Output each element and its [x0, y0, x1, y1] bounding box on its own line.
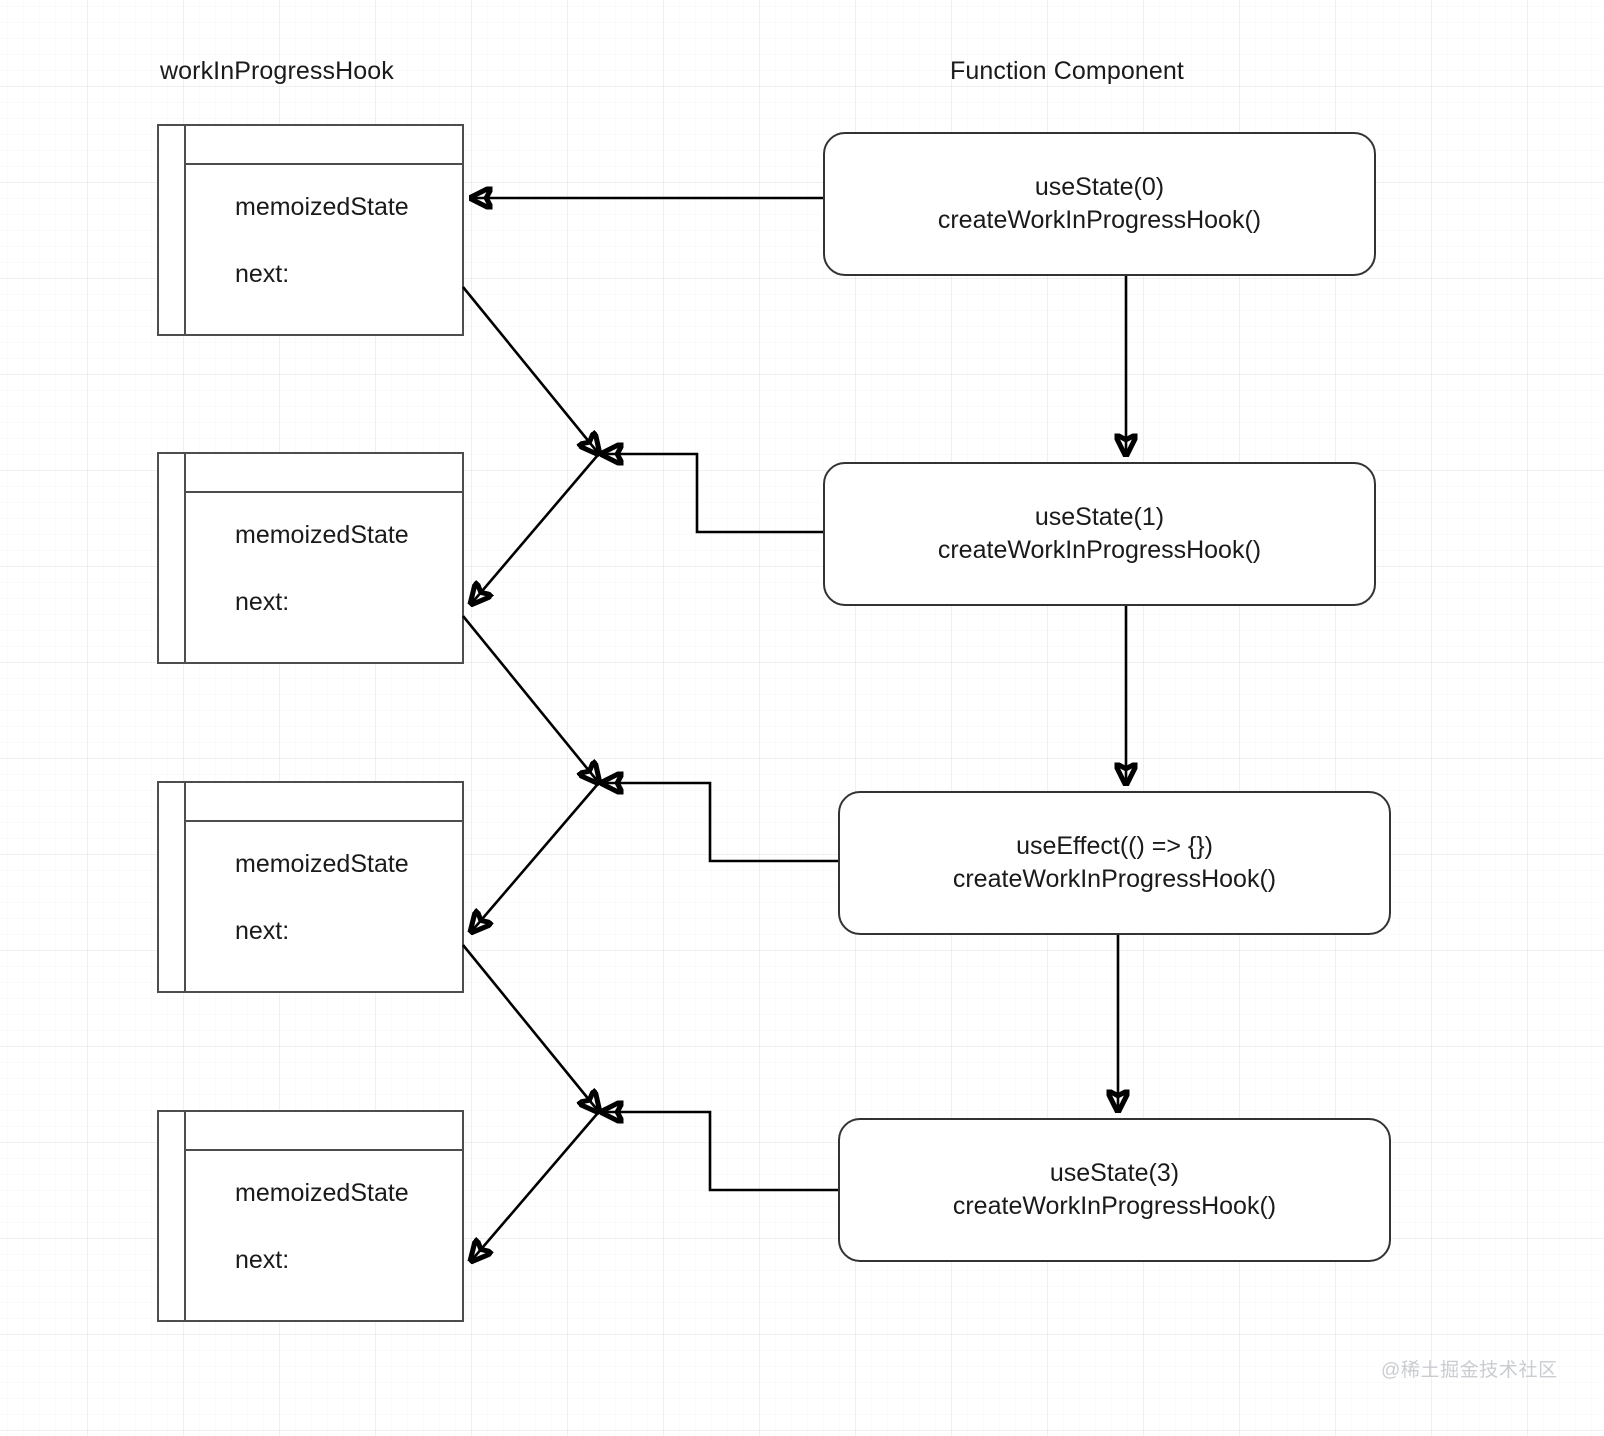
hook-node-1[interactable]: memoizedState next: — [157, 124, 464, 336]
call-line-secondary: createWorkInProgressHook() — [937, 536, 1262, 564]
hook-header — [186, 783, 462, 822]
hook-field-memoized-state: memoizedState — [235, 1179, 409, 1207]
hook-header — [186, 126, 462, 165]
hook-body: memoizedState next: — [186, 165, 462, 334]
watermark: @稀土掘金技术社区 — [1381, 1360, 1558, 1381]
connector-junction2-to-hook2 — [471, 455, 598, 604]
call-line-primary: useState(3) — [1049, 1158, 1180, 1187]
call-line-secondary: createWorkInProgressHook() — [952, 1192, 1277, 1220]
call-line-primary: useState(0) — [1034, 172, 1165, 201]
connector-hook2-next-to-junction3 — [461, 615, 599, 783]
hook-gutter — [159, 126, 186, 334]
call-node-use-state-1[interactable]: useState(1) createWorkInProgressHook() — [823, 462, 1376, 606]
column-title-left: workInProgressHook — [160, 57, 394, 85]
connector-call2-to-junction3 — [602, 783, 838, 863]
connector-hook3-next-to-junction4 — [461, 944, 599, 1112]
hook-header — [186, 1112, 462, 1151]
call-node-use-state-0[interactable]: useState(0) createWorkInProgressHook() — [823, 132, 1376, 276]
hook-field-next: next: — [235, 1245, 290, 1274]
hook-node-2[interactable]: memoizedState next: — [157, 452, 464, 664]
hook-node-3[interactable]: memoizedState next: — [157, 781, 464, 993]
call-node-use-state-3[interactable]: useState(3) createWorkInProgressHook() — [838, 1118, 1391, 1262]
hook-field-memoized-state: memoizedState — [235, 850, 409, 878]
hook-body: memoizedState next: — [186, 493, 462, 662]
connector-call1-to-junction2 — [602, 454, 823, 534]
hook-field-next: next: — [235, 916, 290, 945]
call-line-secondary: createWorkInProgressHook() — [937, 206, 1262, 234]
call-line-primary: useEffect(() => {}) — [1016, 831, 1213, 860]
call-node-use-effect[interactable]: useEffect(() => {}) createWorkInProgress… — [838, 791, 1391, 935]
call-line-primary: useState(1) — [1034, 502, 1165, 531]
hook-header — [186, 454, 462, 493]
hook-node-4[interactable]: memoizedState next: — [157, 1110, 464, 1322]
connector-junction3-to-hook3 — [471, 784, 598, 932]
hook-field-next: next: — [235, 587, 290, 616]
column-title-right: Function Component — [950, 57, 1184, 85]
hook-gutter — [159, 783, 186, 991]
connector-call3-to-junction4 — [602, 1112, 838, 1192]
connector-hook1-next-to-junction2 — [461, 286, 599, 454]
hook-gutter — [159, 1112, 186, 1320]
hook-gutter — [159, 454, 186, 662]
call-line-secondary: createWorkInProgressHook() — [952, 865, 1277, 893]
hook-body: memoizedState next: — [186, 1151, 462, 1320]
hook-field-memoized-state: memoizedState — [235, 521, 409, 549]
hook-field-memoized-state: memoizedState — [235, 193, 409, 221]
connector-junction4-to-hook4 — [471, 1113, 598, 1261]
hook-field-next: next: — [235, 259, 290, 288]
hook-body: memoizedState next: — [186, 822, 462, 991]
